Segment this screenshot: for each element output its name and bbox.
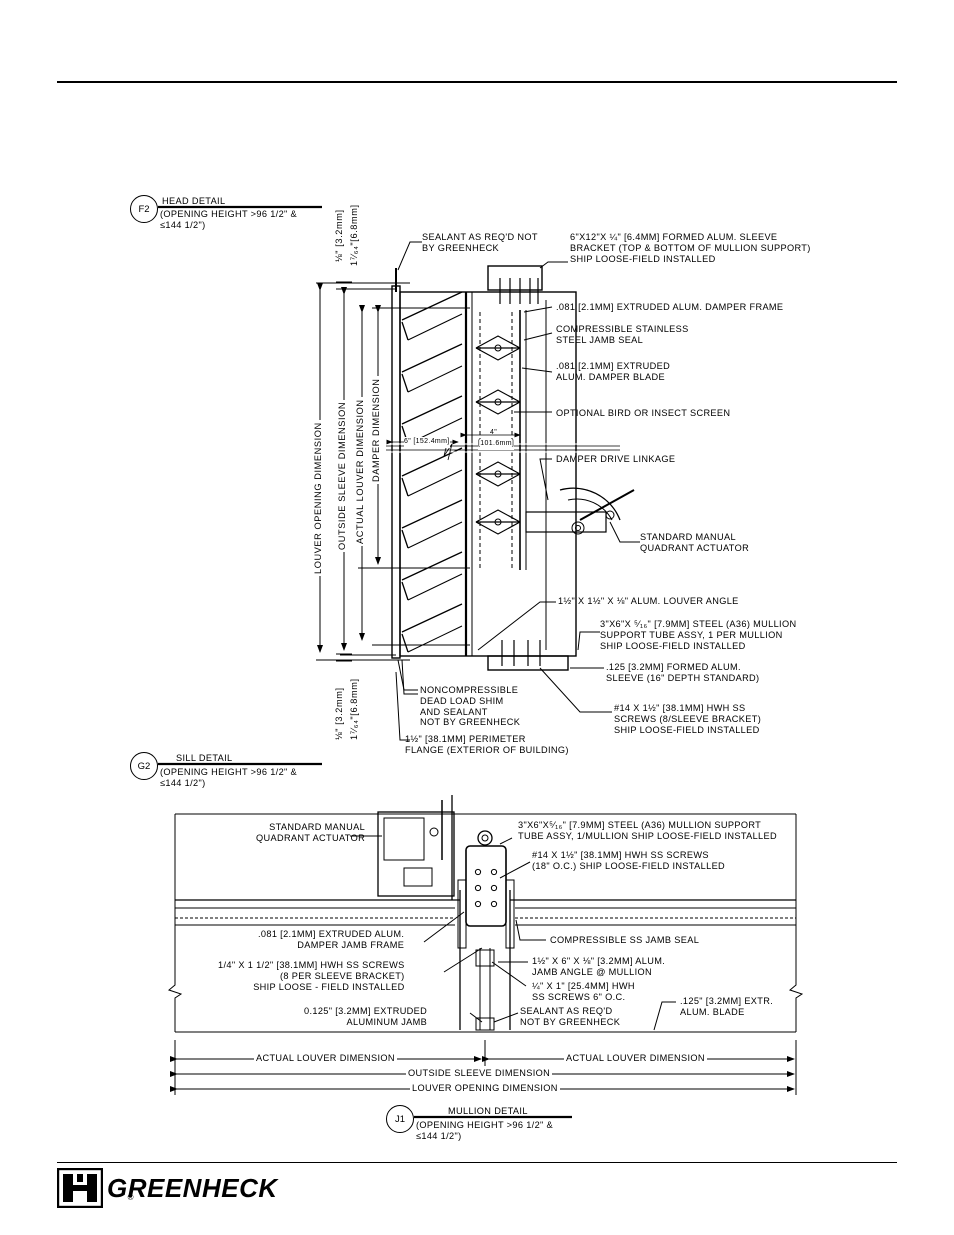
callout-screws: #14 X 1½" [38.1mm] HWH SS SCREWS (8/SLEE… — [614, 703, 762, 735]
sill-detail-tag: G2 — [130, 752, 158, 780]
head-dim-4in-b: [101.6mm] — [478, 439, 515, 450]
head-dim-6in: 6" [152.4mm] — [404, 437, 450, 448]
callout-flange: 1½" [38.1mm] PERIMETER FLANGE (EXTERIOR … — [405, 734, 569, 755]
head-detail-tag: F2 — [130, 195, 158, 223]
mullion-dim-outside-sleeve: OUTSIDE SLEEVE DIMENSION — [406, 1068, 553, 1079]
mullion-callout-tube: 3"x6"x⁵⁄₁₆" [7.9mm] STEEL (A36) MULLION … — [518, 820, 777, 841]
callout-shim: NONCOMPRESSIBLE DEAD LOAD SHIM AND SEALA… — [420, 685, 521, 728]
head-dim-actual-louver: ACTUAL LOUVER DIMENSION — [355, 397, 365, 546]
callout-mullion-tube: 3"x6"x ⁵⁄₁₆" [7.9mm] STEEL (A36) MULLION… — [600, 619, 797, 651]
callout-louver-angle: 1½" x 1½" x ⅛" ALUM. LOUVER ANGLE — [558, 596, 739, 606]
mullion-callout-hwh-screws: ¼" x 1" [25.4mm] HWH SS SCREWS 6" O.C. — [532, 981, 635, 1002]
head-dim-4in-a: 4" — [490, 429, 498, 436]
greenheck-logo: GREENHECK ® — [57, 1168, 277, 1208]
callout-jamb-seal: COMPRESSIBLE STAINLESS STEEL JAMB SEAL — [556, 324, 689, 345]
mullion-detail-title: MULLION DETAIL — [448, 1106, 528, 1116]
mullion-callout-bracket-screws: 1/4" X 1 1/2" [38.1mm] HWH SS SCREWS (8 … — [218, 960, 405, 992]
head-dim-outside-sleeve: OUTSIDE SLEEVE DIMENSION — [337, 399, 347, 552]
greenheck-mark-icon — [57, 1168, 103, 1208]
head-dim-damper: DAMPER DIMENSION — [371, 376, 381, 484]
mullion-callout-jamb-seal: COMPRESSIBLE SS JAMB SEAL — [550, 935, 700, 945]
mullion-callout-jamb-frame: .081 [2.1mm] EXTRUDED ALUM. DAMPER JAMB … — [258, 929, 405, 950]
mullion-callout-blade: .125" [3.2mm] EXTR. ALUM. BLADE — [680, 996, 774, 1017]
head-dim-top-b: 1⁷⁄₆₄"[6.8mm] — [349, 202, 359, 268]
head-dim-bot-a: ⅛" [3.2mm] — [334, 685, 344, 742]
callout-sealant: SEALANT AS REQ'D NOT BY GREENHECK — [422, 232, 538, 253]
head-detail-scope: (OPENING HEIGHT >96 1/2" & ≤144 1/2") — [160, 209, 298, 230]
head-dim-louver-opening: LOUVER OPENING DIMENSION — [313, 420, 323, 576]
mullion-callout-extruded-jamb: 0.125" [3.2mm] EXTRUDED ALUMINUM JAMB — [304, 1006, 428, 1027]
head-dim-bot-b: 1⁷⁄₆₄"[6.8mm] — [349, 676, 359, 742]
mullion-dim-louver-opening: LOUVER OPENING DIMENSION — [410, 1083, 560, 1094]
mullion-detail-scope: (OPENING HEIGHT >96 1/2" & ≤144 1/2") — [416, 1120, 554, 1141]
callout-damper-frame: .081 [2.1mm] EXTRUDED ALUM. DAMPER FRAME — [556, 302, 784, 312]
greenheck-wordmark: GREENHECK — [107, 1172, 278, 1203]
callout-actuator: STANDARD MANUAL QUADRANT ACTUATOR — [640, 532, 750, 553]
mullion-dim-actual-right: ACTUAL LOUVER DIMENSION — [564, 1053, 707, 1064]
head-dim-top-a: ⅛" [3.2mm] — [334, 207, 344, 264]
head-detail-title: HEAD DETAIL — [162, 196, 226, 206]
mullion-callout-sealant: SEALANT AS REQ'D NOT BY GREENHECK — [520, 1006, 621, 1027]
sill-detail-title: SILL DETAIL — [176, 753, 233, 763]
mullion-callout-actuator: STANDARD MANUAL QUADRANT ACTUATOR — [256, 822, 366, 843]
header-rule — [57, 81, 897, 83]
registered-mark: ® — [127, 1193, 134, 1202]
callout-sleeve-bracket: 6"x12"x ¼" [6.4mm] FORMED ALUM. SLEEVE B… — [570, 232, 811, 264]
callout-sleeve: .125 [3.2mm] FORMED ALUM. SLEEVE (16" DE… — [606, 662, 760, 683]
callout-damper-blade: .081 [2.1mm] EXTRUDED ALUM. DAMPER BLADE — [556, 361, 671, 382]
sill-detail-scope: (OPENING HEIGHT >96 1/2" & ≤144 1/2") — [160, 767, 298, 788]
mullion-detail-tag: J1 — [386, 1105, 414, 1133]
callout-screen: OPTIONAL BIRD OR INSECT SCREEN — [556, 408, 731, 418]
mullion-callout-jamb-angle: 1½" x 6" x ⅛" [3.2mm] ALUM. JAMB ANGLE @… — [532, 956, 666, 977]
mullion-dim-actual-left: ACTUAL LOUVER DIMENSION — [254, 1053, 397, 1064]
callout-linkage: DAMPER DRIVE LINKAGE — [556, 454, 676, 464]
footer-rule — [57, 1162, 897, 1163]
mullion-callout-screws: #14 x 1½" [38.1mm] HWH SS SCREWS (18" O.… — [532, 850, 726, 871]
